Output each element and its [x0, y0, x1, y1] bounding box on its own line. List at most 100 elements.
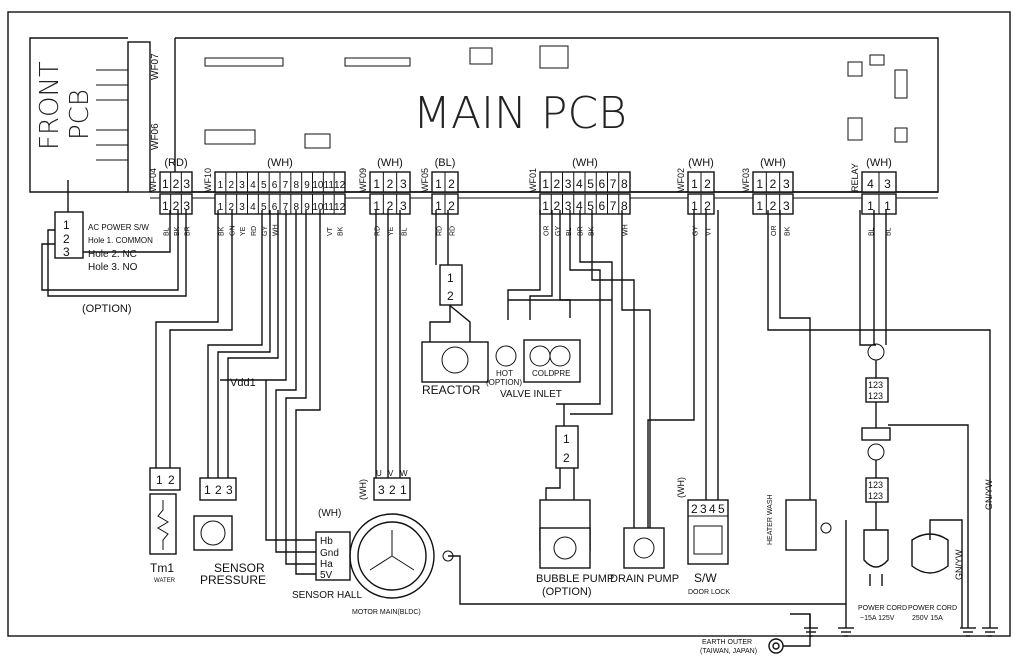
connector-pin: 2 — [704, 199, 711, 213]
pre-valve-label: PRE — [554, 369, 570, 378]
outer-frame — [7, 11, 1011, 637]
earth-outer: EARTH OUTER (TAIWAN, JAPAN) — [700, 613, 811, 655]
connector-pin: 12 — [334, 180, 346, 191]
connector-pin: 5 — [261, 202, 267, 213]
ac-pin-1: 1 — [63, 218, 70, 232]
hot-option-label: (OPTION) — [486, 378, 522, 387]
connector-pin: 1 — [435, 177, 442, 191]
connector-pin: 8 — [621, 199, 628, 213]
connector-pin: 3 — [239, 202, 245, 213]
connector-pin: 1 — [691, 199, 698, 213]
svg-text:123: 123 — [868, 491, 883, 501]
svg-text:2: 2 — [215, 483, 222, 497]
door-lock-label: DOOR LOCK — [688, 589, 730, 596]
vdd-label: Vdd1 — [230, 377, 256, 389]
connector-lower — [369, 193, 411, 215]
connector-pin: 12 — [334, 202, 346, 213]
heater: HEATER WASH — [767, 494, 832, 551]
door-pin-2: 2 — [691, 502, 698, 516]
connector-pin: 6 — [599, 177, 606, 191]
wf06-label: WF06 — [150, 123, 161, 150]
connector-pin: 1 — [542, 177, 549, 191]
connector-pin: 2 — [554, 177, 561, 191]
connector-pin: 1 — [218, 202, 224, 213]
motor-num-3: 3 — [378, 483, 385, 497]
svg-text:2: 2 — [447, 289, 454, 303]
connector-pin: 1 — [691, 177, 698, 191]
svg-text:1: 1 — [204, 483, 211, 497]
connector-id: WF02 — [676, 168, 686, 192]
bubble-pump-label: BUBBLE PUMP — [536, 573, 614, 585]
connector-pin: 2 — [448, 199, 455, 213]
connector-pin: 2 — [173, 199, 180, 213]
connector-pin: 1 — [867, 199, 874, 213]
connector-pin: 3 — [400, 177, 407, 191]
connector-upper — [369, 171, 411, 193]
connector-pin: 8 — [293, 180, 299, 191]
front-pcb-label-2: PCB — [65, 89, 95, 140]
valve-inlet: HOT (OPTION) COLD PRE VALVE INLET — [486, 339, 581, 400]
wire-color-label: WH — [273, 224, 280, 236]
connector-pin: 2 — [228, 202, 234, 213]
hall-pin-hb: Hb — [320, 536, 333, 547]
connector-color: (WH) — [267, 157, 293, 169]
svg-text:123: 123 — [868, 380, 883, 390]
connector-pin: 3 — [783, 177, 790, 191]
connector-pin: 1 — [542, 199, 549, 213]
connector-pin: 3 — [884, 177, 891, 191]
door-wh: (WH) — [676, 477, 686, 498]
ac-hole-1: Hole 1. COMMON — [88, 236, 153, 245]
connector-pin: 9 — [304, 202, 310, 213]
motor-pin-u: U — [376, 469, 382, 478]
connector-pin: 11 — [324, 202, 335, 213]
connector-pin: 1 — [373, 177, 380, 191]
connector-pin: 7 — [610, 199, 617, 213]
wire-color-label: WH — [622, 224, 629, 236]
connector-color: (BL) — [435, 157, 456, 169]
door-pin-3: 3 — [700, 502, 707, 516]
connector-pin: 4 — [250, 180, 256, 191]
connector-pin: 3 — [565, 199, 572, 213]
connector-id: WF04 — [148, 168, 158, 192]
svg-text:2: 2 — [168, 473, 175, 487]
connector-pin: 8 — [293, 202, 299, 213]
motor-pin-v: V — [388, 469, 394, 478]
wire-color-label: GN — [229, 226, 236, 237]
connector-id: WF01 — [528, 168, 538, 192]
connector-pin: 2 — [770, 199, 777, 213]
sw-label: S/W — [694, 571, 717, 585]
connector-pin: 5 — [587, 199, 594, 213]
pcb-components — [204, 45, 908, 149]
power-cord-1-rating: ~15A 125V — [860, 615, 895, 622]
door-lock: 2 3 4 5 (WH) S/W DOOR LOCK — [676, 477, 730, 596]
connector-pin: 4 — [576, 177, 583, 191]
hall-wh: (WH) — [318, 508, 341, 519]
wire-color-label: BK — [784, 226, 791, 236]
connector-pin: 2 — [448, 177, 455, 191]
motor-assembly: Hb Gnd Ha 5V (WH) SENSOR HALL 3 2 1 U V … — [292, 469, 454, 616]
valve-inlet-label: VALVE INLET — [500, 389, 562, 400]
connector-lower — [159, 193, 193, 215]
power-cord-1-label: POWER CORD — [858, 605, 907, 612]
wire-color-label: YE — [388, 226, 395, 236]
connector-pin: 3 — [783, 199, 790, 213]
ac-option: (OPTION) — [82, 303, 132, 315]
wire-color-label: GY — [555, 226, 562, 236]
connector-id: WF10 — [203, 168, 213, 192]
connector-pin: 1 — [884, 199, 891, 213]
connector-pin: 4 — [250, 202, 256, 213]
wire-color-label: RD — [251, 226, 258, 236]
hot-valve-label: HOT — [496, 369, 513, 378]
wire-color-label: BR — [185, 226, 192, 236]
connector-id: WF05 — [420, 168, 430, 192]
connector-color: (WH) — [760, 157, 786, 169]
wire-color-label: BK — [338, 226, 345, 236]
connector-pin: 2 — [173, 177, 180, 191]
bubble-pump-option: (OPTION) — [542, 586, 592, 598]
